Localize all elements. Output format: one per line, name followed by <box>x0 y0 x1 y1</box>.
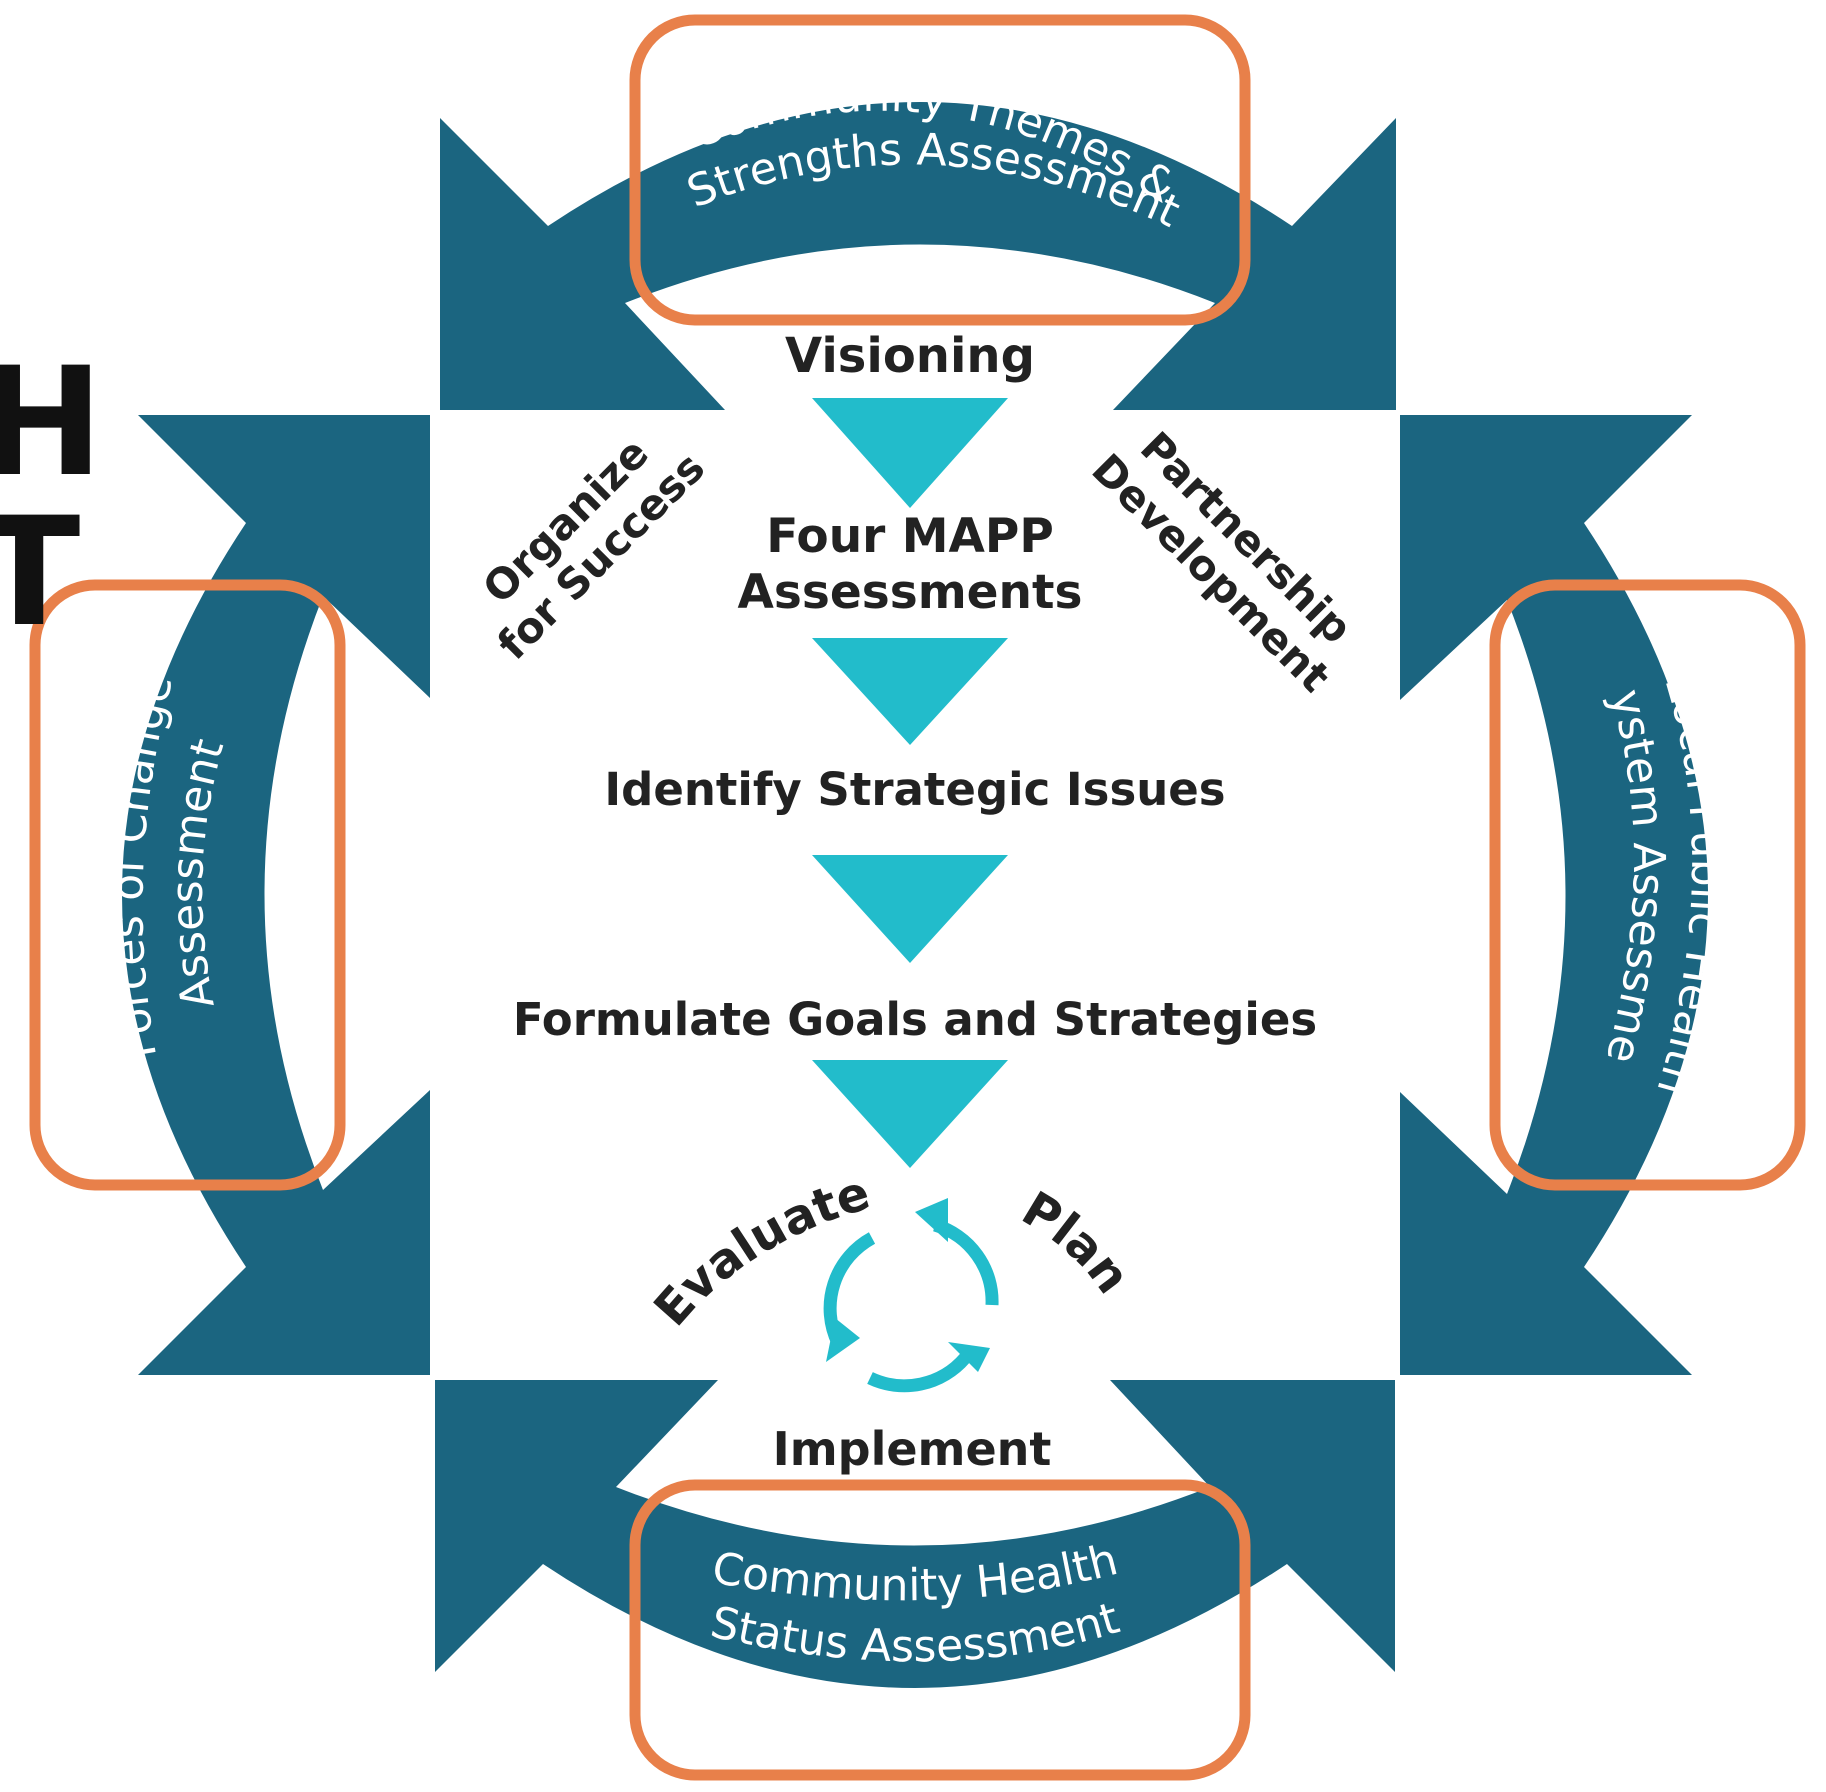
cycle-arc-bottom <box>867 1353 970 1393</box>
step-implement: Implement <box>773 1422 1052 1476</box>
down-arrow-icon <box>812 638 1008 745</box>
step-goals: Formulate Goals and Strategies <box>513 993 1317 1046</box>
partial-heading-line-2: T <box>0 486 81 660</box>
down-arrow-icon <box>812 855 1008 963</box>
cycle-arrowhead-icon <box>826 1318 860 1362</box>
organize-label: Organize for Success <box>473 428 714 669</box>
highlight-box-right <box>1489 579 1806 1191</box>
step-assessments-line-2: Assessments <box>738 565 1083 620</box>
cycle-arrowheads <box>826 1198 990 1372</box>
ring-bottom-arrow <box>435 1380 1395 1688</box>
partnership-label: Partnership Development <box>1082 422 1361 701</box>
cycle-evaluate: Evaluate <box>643 1165 876 1337</box>
cycle-arrowhead-icon <box>948 1342 990 1372</box>
step-visioning: Visioning <box>785 328 1035 384</box>
partial-heading-line-1: H <box>0 336 104 510</box>
flow-arrows <box>812 398 1008 1168</box>
step-strategic-issues: Identify Strategic Issues <box>604 763 1225 816</box>
ring-segments <box>122 102 1708 1688</box>
cycle-arrowhead-icon <box>915 1198 948 1242</box>
down-arrow-icon <box>812 1060 1008 1168</box>
down-arrow-icon <box>812 398 1008 508</box>
ring-right-arrow <box>1400 415 1708 1375</box>
ring-top-arrow <box>440 102 1396 410</box>
highlight-box-bottom <box>629 1479 1251 1781</box>
cycle-arc-left <box>823 1232 876 1346</box>
highlight-boxes <box>29 14 1806 1781</box>
highlight-box-top <box>629 14 1251 326</box>
cycle-plan: Plan <box>1013 1181 1141 1304</box>
step-assessments-line-1: Four MAPP <box>766 509 1054 564</box>
highlight-box-left <box>29 579 346 1191</box>
ring-left-arrow <box>122 415 430 1375</box>
